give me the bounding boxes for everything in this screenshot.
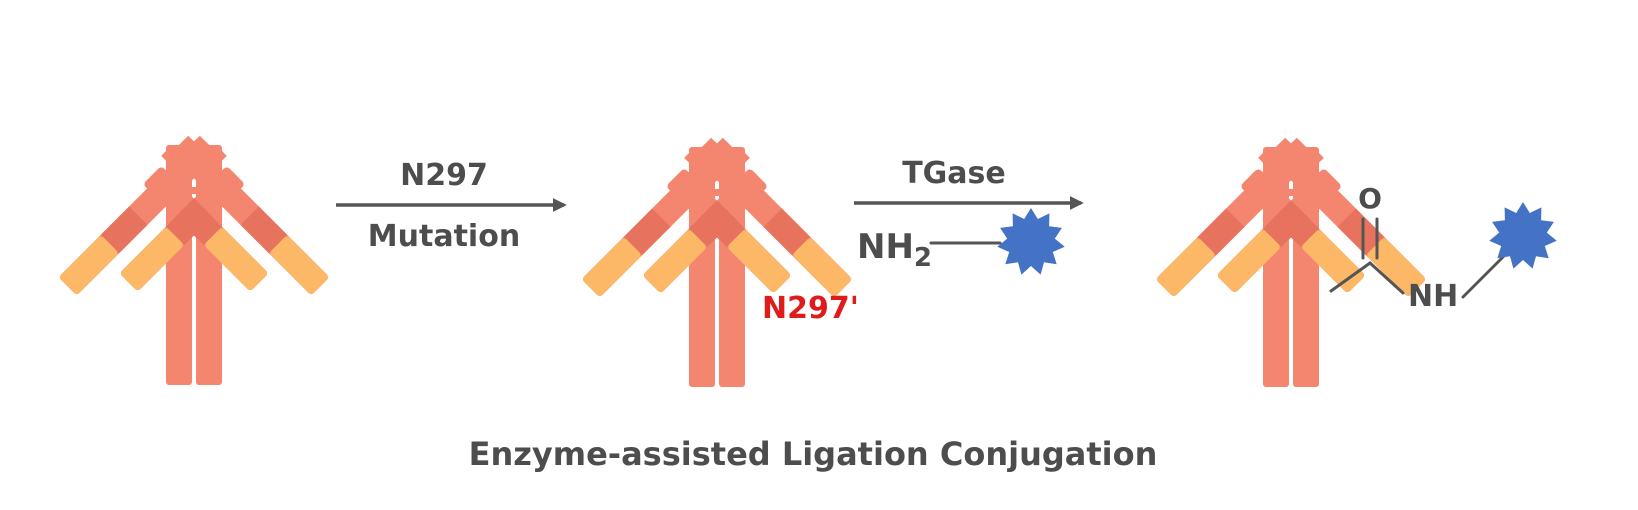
linker-bond — [1461, 255, 1505, 299]
reagent-main: NH — [857, 227, 914, 267]
reagent-label: NH2 — [857, 227, 932, 273]
antibody-icon — [581, 137, 853, 387]
payload-star-icon — [1489, 202, 1557, 269]
caption: Enzyme-assisted Ligation Conjugation — [469, 435, 1158, 473]
amide-bond-right — [1368, 261, 1405, 295]
oxygen-label: O — [1358, 182, 1382, 215]
step1-label-top: N297 — [400, 158, 488, 193]
amide-bond-left — [1329, 261, 1372, 293]
antibody-icon — [1155, 137, 1427, 387]
amide-label: NH — [1408, 279, 1458, 314]
reagent-subscript: 2 — [914, 243, 932, 273]
step2-label-top: TGase — [902, 156, 1006, 191]
antibody-icon — [58, 135, 330, 385]
site-label: N297' — [762, 291, 859, 326]
step1-label-bottom: Mutation — [368, 219, 520, 254]
payload-star-icon — [997, 208, 1065, 275]
